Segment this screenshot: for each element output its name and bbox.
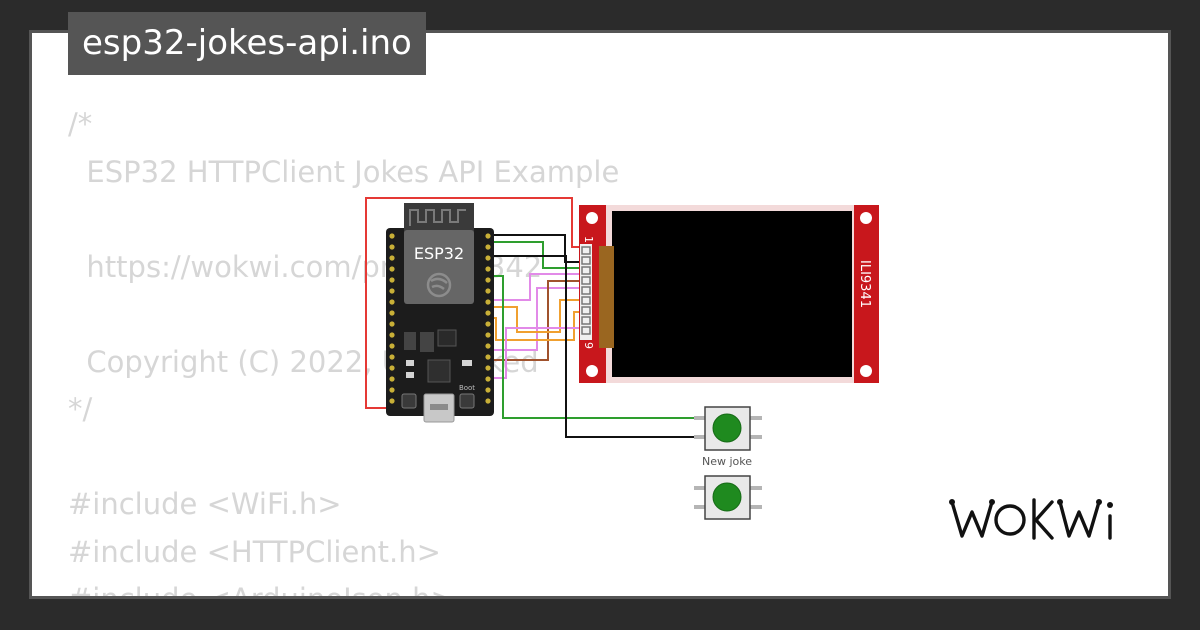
- antenna-area: [404, 203, 474, 233]
- code-line: #include <HTTPClient.h>: [68, 534, 441, 569]
- esp32-module: [404, 230, 474, 304]
- mount-hole: [860, 212, 872, 224]
- code-line: /*: [68, 107, 93, 141]
- wire-green-button: [486, 275, 704, 419]
- display-model-label: ILI9341: [857, 260, 872, 308]
- wire-orange-1: [486, 299, 586, 333]
- component: [437, 329, 457, 347]
- wire-violet-3: [486, 327, 586, 379]
- wire-black-button: [486, 255, 704, 438]
- file-name-tab[interactable]: esp32-jokes-api.ino: [68, 12, 426, 75]
- wifi-antenna-icon: [409, 209, 466, 226]
- new-joke-pushbutton[interactable]: [694, 406, 762, 451]
- espressif-logo-icon: [426, 272, 452, 298]
- wire-violet-1: [486, 273, 586, 301]
- wires: [365, 197, 704, 438]
- wire-red: [365, 197, 586, 409]
- button-label: New joke: [702, 455, 752, 468]
- component: [420, 332, 434, 352]
- boot-button[interactable]: [459, 393, 475, 409]
- usb-port-opening: [430, 404, 448, 410]
- esp32-label: ESP32: [414, 244, 464, 263]
- component: [406, 360, 414, 366]
- esp32-board[interactable]: ESP32 Boot: [386, 203, 494, 423]
- wokwi-logo: [949, 498, 1113, 540]
- component: [462, 360, 472, 366]
- esp32-pins-right: [485, 233, 491, 404]
- wire-black: [486, 234, 586, 263]
- esp32-pins-left: [389, 233, 395, 404]
- wire-violet-2: [486, 287, 586, 351]
- code-line: ESP32 HTTPClient Jokes API Example: [68, 154, 620, 189]
- ili9341-display[interactable]: 1 9 ILI9341: [579, 205, 879, 383]
- code-line: #include <WiFi.h>: [68, 487, 342, 521]
- wire-orange-2: [486, 311, 586, 341]
- mount-hole: [860, 365, 872, 377]
- pin-label-last: 9: [582, 342, 595, 349]
- code-line: */: [68, 392, 93, 426]
- mount-hole: [586, 365, 598, 377]
- usb-chip: [427, 359, 451, 383]
- display-flex-cable: [599, 246, 614, 348]
- project-preview-card: /* ESP32 HTTPClient Jokes API Example ht…: [32, 33, 1168, 596]
- component: [404, 332, 416, 350]
- pin-label-first: 1: [582, 236, 595, 243]
- boot-label: Boot: [459, 384, 475, 392]
- en-button[interactable]: [401, 393, 417, 409]
- display-screen: [612, 211, 852, 377]
- display-pins: [581, 246, 591, 335]
- component: [406, 372, 414, 378]
- code-line: #include <ArduinoJson.h>: [68, 576, 619, 596]
- display-pin-header: [580, 244, 592, 340]
- second-pushbutton[interactable]: [694, 475, 762, 520]
- mount-hole: [586, 212, 598, 224]
